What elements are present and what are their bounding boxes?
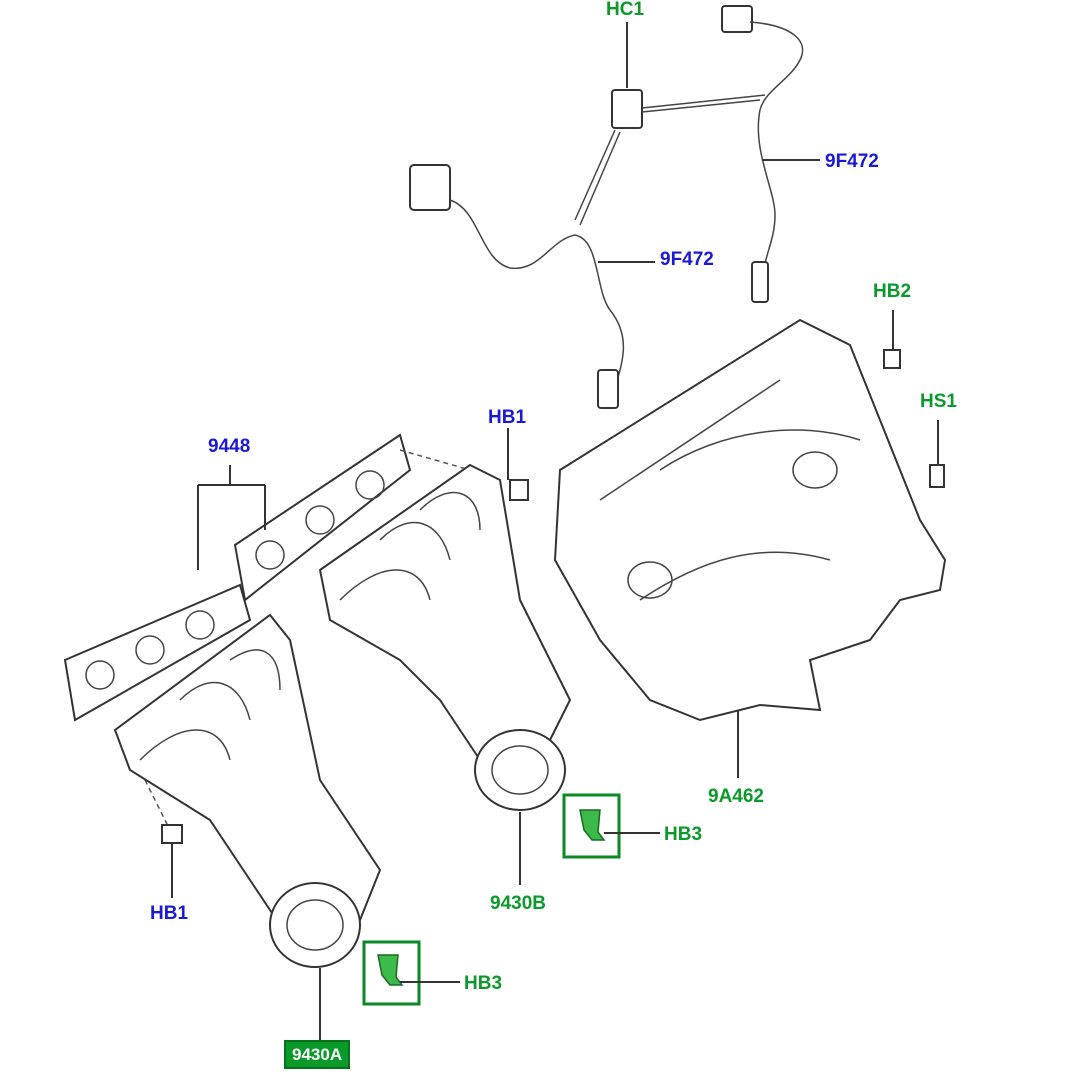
exhaust-manifold-9430b[interactable] [318, 463, 572, 811]
label-9f472-right[interactable]: 9F472 [825, 151, 879, 172]
label-9430a[interactable]: 9430A [284, 1040, 351, 1069]
label-hb1-top[interactable]: HB1 [488, 407, 527, 428]
nut-hb3-right[interactable] [562, 793, 621, 859]
bolt-hb2[interactable] [883, 349, 901, 369]
label-hb3-right[interactable]: HB3 [664, 824, 703, 845]
gasket-9448[interactable] [63, 433, 412, 722]
label-9430b[interactable]: 9430B [490, 893, 546, 914]
stud-hs1[interactable] [929, 464, 945, 488]
label-9a462[interactable]: 9A462 [708, 786, 764, 807]
label-hb3-left[interactable]: HB3 [464, 973, 503, 994]
nut-hb3-left[interactable] [362, 940, 421, 1006]
clip-hc1[interactable] [611, 89, 643, 129]
label-9f472-left[interactable]: 9F472 [660, 249, 714, 270]
label-9448[interactable]: 9448 [208, 436, 251, 457]
heat-shield[interactable] [553, 318, 947, 722]
oxygen-sensor-left[interactable] [409, 164, 625, 409]
label-hb1-bottom[interactable]: HB1 [150, 903, 189, 924]
label-hb2[interactable]: HB2 [873, 281, 912, 302]
oxygen-sensor-right[interactable] [721, 5, 804, 303]
exhaust-manifold-9430a[interactable] [113, 613, 382, 968]
bolt-hb1-top[interactable] [509, 479, 529, 501]
label-hs1[interactable]: HS1 [920, 391, 957, 412]
bolt-hb1-bottom[interactable] [161, 824, 183, 844]
label-hc1[interactable]: HC1 [606, 0, 645, 20]
